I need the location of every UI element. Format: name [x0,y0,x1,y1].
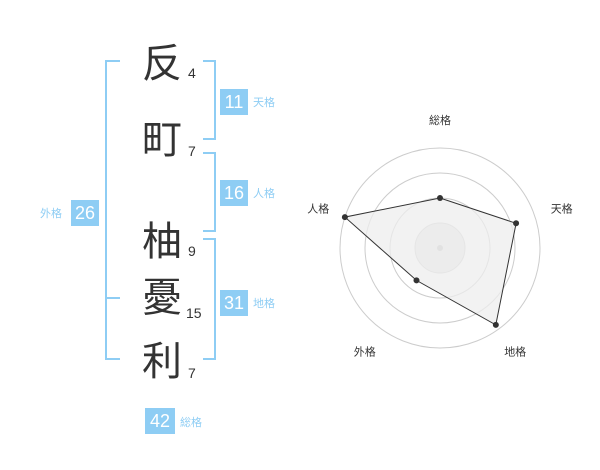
radar-label-5: 人格 [307,201,329,215]
stroke-count-3: 9 [188,243,196,259]
stroke-count-4: 15 [186,305,202,321]
radar-label-1: 総格 [429,113,451,127]
radar-point-1 [437,195,443,201]
stroke-count-5: 7 [188,365,196,381]
gaikaku-label: 外格 [40,207,62,220]
soukaku-label: 総格 [180,416,202,429]
radar-ring-3 [364,172,516,324]
gaikaku-badge: 26 [71,200,99,226]
chikaku-badge: 31 [220,290,248,316]
stroke-count-2: 7 [188,143,196,159]
chikaku-label: 地格 [253,297,275,310]
radar-label-4: 外格 [354,345,376,359]
radar-point-5 [341,214,348,221]
radar-area [343,197,517,326]
name-char-1: 反 [142,41,182,87]
name-char-5: 利 [142,339,182,385]
jinkaku-bracket [203,152,216,232]
gaikaku-divider [105,297,120,299]
name-char-2: 町 [142,117,182,163]
radar-point-4 [413,277,420,284]
tenkaku-badge: 11 [220,89,248,115]
jinkaku-badge: 16 [220,180,248,206]
soukaku-badge: 42 [145,408,175,434]
radar-label-2: 天格 [551,201,573,215]
radar-label-3: 地格 [504,345,526,359]
chikaku-bracket [203,238,216,360]
radar-ring-4 [339,147,541,349]
tenkaku-label: 天格 [253,96,275,109]
stroke-count-1: 4 [188,65,196,81]
tenkaku-bracket [203,60,216,140]
radar-point-2 [513,220,520,227]
gaikaku-bracket [105,60,120,360]
name-char-3: 柚 [142,219,182,265]
radar-point-3 [492,321,499,328]
name-char-4: 憂 [142,275,182,321]
jinkaku-label: 人格 [253,187,275,200]
